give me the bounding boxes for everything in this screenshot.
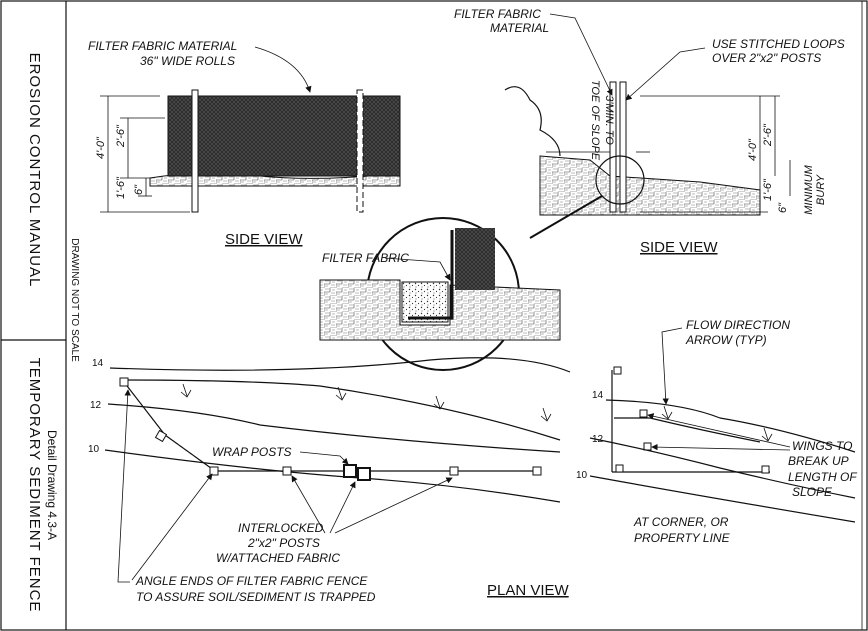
flow-label-2: ARROW (TYP): [685, 333, 767, 347]
interlocked-label-1: INTERLOCKED: [238, 521, 324, 535]
detail-callout-circle: [595, 155, 645, 205]
scale-note: DRAWING NOT TO SCALE: [69, 238, 80, 362]
flow-label-1: FLOW DIRECTION: [686, 318, 790, 332]
interlocked-label-3: W/ATTACHED FABRIC: [216, 551, 340, 565]
dim-bury-left: 6": [133, 184, 145, 195]
loops-label-2: OVER 2"x2" POSTS: [712, 51, 821, 65]
dim-lower-left: 1'-6": [115, 176, 127, 199]
ground-right: [539, 155, 761, 216]
fabric-right: [619, 81, 627, 213]
side-view-right-title: SIDE VIEW: [640, 239, 718, 256]
bury-label-2: BURY: [815, 174, 827, 205]
dim-total-left: 4'-0": [95, 136, 107, 159]
flow-arrow-3: [433, 395, 445, 410]
plan-contour-12: [107, 403, 561, 453]
dim-upper-left: 2'-6": [115, 124, 127, 148]
bury-label-1: MINIMUM: [803, 164, 815, 214]
wings-label-2: BREAK UP: [788, 454, 849, 468]
corner-plan: 14 12 10 FLOW DIRECTION ARROW (TYP) WING…: [576, 318, 857, 545]
post-right: [609, 81, 617, 213]
detail-gravel: [401, 281, 449, 323]
loops-label-1: USE STITCHED LOOPS: [712, 37, 845, 51]
plan-contour-10: [104, 449, 561, 503]
manual-title-group: EROSION CONTROL MANUAL: [26, 53, 43, 288]
side-view-left: 4'-0" 2'-6" 1'-6" 6" FILTER FABRIC MATER…: [88, 39, 401, 248]
drawing-title: TEMPORARY SEDIMENT FENCE: [26, 358, 43, 613]
dim-lower-right: 1'-6": [762, 178, 774, 201]
dim-bury-right: 6": [777, 202, 789, 213]
fabric-label-right-2: MATERIAL: [490, 21, 549, 35]
corner-contour-label-10: 10: [576, 470, 588, 481]
detail-number-group: Detail Drawing 4.3-A: [45, 430, 59, 540]
plan-contour-label-10: 10: [88, 444, 100, 455]
detail-fabric-line: [408, 230, 454, 320]
post-left-2: [356, 89, 364, 213]
scale-note-group: DRAWING NOT TO SCALE: [69, 238, 80, 362]
corner-label-2: PROPERTY LINE: [634, 531, 731, 545]
fabric-label-right-1: FILTER FABRIC: [454, 7, 541, 21]
wings-label-4: SLOPE: [792, 485, 833, 499]
plan-contour-label-12: 12: [90, 400, 102, 411]
detail-post: [455, 228, 495, 290]
fabric-label-left-2: 36" WIDE ROLLS: [140, 54, 235, 68]
plan-contour-14: [109, 357, 571, 373]
trench-detail: FILTER FABRIC: [319, 195, 603, 371]
plan-fence-line: [123, 381, 540, 472]
plan-view-title: PLAN VIEW: [487, 582, 570, 599]
wrap-post-1: [343, 464, 357, 478]
plan-contour-label-14: 14: [92, 358, 104, 369]
detail-number: Detail Drawing 4.3-A: [45, 430, 59, 540]
detail-fabric-label: FILTER FABRIC: [322, 251, 409, 265]
fabric-flap-right: [504, 86, 561, 157]
wrap-posts-label: WRAP POSTS: [212, 445, 292, 459]
wrap-post-2: [357, 467, 371, 481]
manual-title: EROSION CONTROL MANUAL: [26, 53, 43, 288]
flow-arrow-1: [180, 383, 192, 398]
angle-ends-label-2: TO ASSURE SOIL/SEDIMENT IS TRAPPED: [136, 590, 376, 604]
wings-label-3: LENGTH OF: [788, 470, 857, 484]
dim-upper-right: 2'-6": [762, 123, 774, 147]
side-view-right: 4'-0" 2'-6" 1'-6" 6" MINIMUM BURY FILTER…: [454, 7, 845, 256]
side-view-left-title: SIDE VIEW: [225, 231, 303, 248]
drawing-title-group: TEMPORARY SEDIMENT FENCE: [26, 358, 43, 613]
plan-contour-14b: [119, 379, 561, 441]
corner-contour-label-12: 12: [592, 434, 604, 445]
fabric-label-left-1: FILTER FABRIC MATERIAL: [88, 39, 237, 53]
fabric-panel-left: [167, 95, 401, 177]
flow-arrow-4: [540, 407, 552, 422]
angle-ends-label-1: ANGLE ENDS OF FILTER FABRIC FENCE: [135, 574, 368, 588]
corner-label-1: AT CORNER, OR: [633, 515, 729, 529]
post-left-1: [191, 89, 199, 213]
toe-label-1: 3'MIN. TO: [603, 95, 615, 145]
corner-contour-label-14: 14: [592, 390, 604, 401]
wings-label-1: WINGS TO: [792, 439, 852, 453]
flow-arrow-2: [335, 386, 347, 401]
detail-soil: [319, 279, 561, 341]
dim-total-right: 4'-0": [747, 138, 759, 161]
interlocked-label-2: 2"x2" POSTS: [247, 536, 320, 550]
plan-view: 14 12 10 WRAP POSTS INTERLOCKED 2"x2" PO…: [88, 357, 571, 604]
toe-label-2: TOE OF SLOPE: [589, 80, 601, 161]
